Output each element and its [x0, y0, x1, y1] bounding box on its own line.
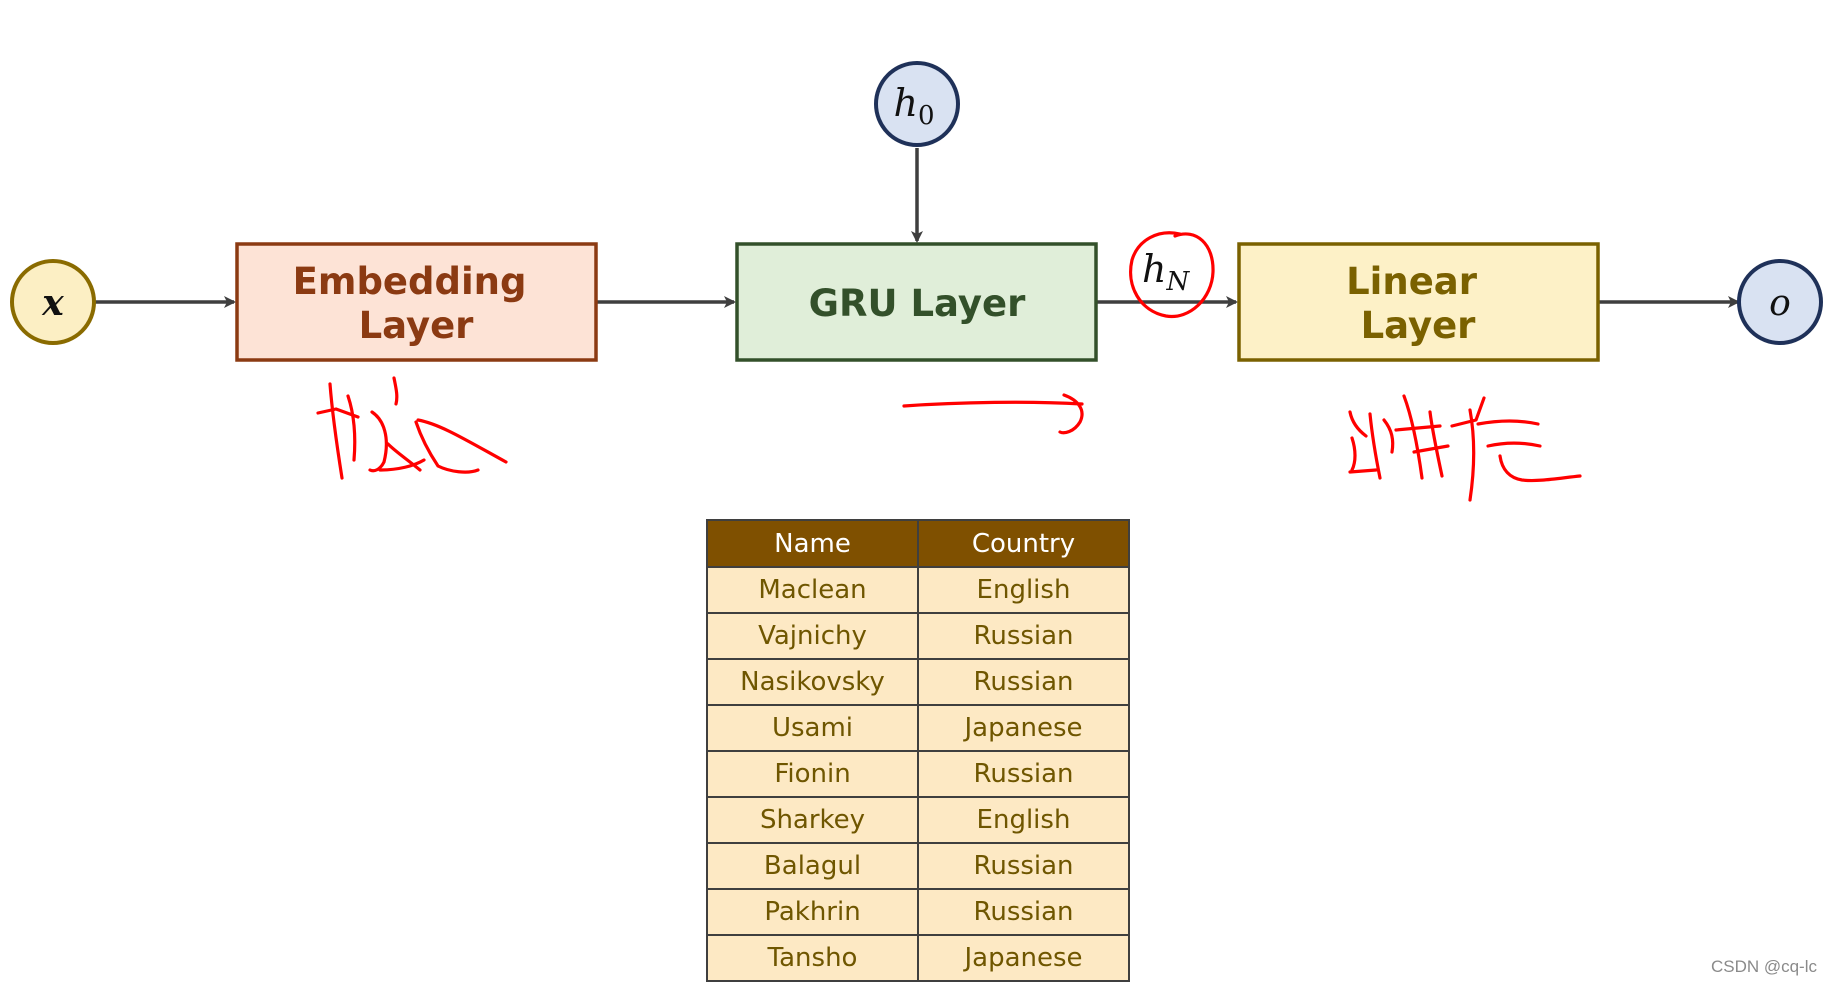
name-country-table: Name Country Maclean English Vajnichy Ru…	[706, 519, 1130, 982]
table-cell-country: Japanese	[917, 704, 1130, 752]
table-cell-name: Balagul	[706, 842, 919, 890]
table-row: Balagul Russian	[706, 842, 1130, 890]
gru-layer-label: GRU Layer	[809, 282, 1026, 325]
table-header-country: Country	[917, 519, 1130, 568]
handwritten-arrow-under-gru	[902, 393, 1084, 435]
linear-layer-label-line2: Layer	[1361, 304, 1477, 347]
watermark: CSDN @cq-lc	[1710, 957, 1817, 976]
table-row: Nasikovsky Russian	[706, 658, 1130, 706]
handwritten-embedding-note	[316, 376, 508, 480]
table-cell-name: Fionin	[706, 750, 919, 798]
table-header-row: Name Country	[706, 519, 1130, 568]
table-row: Tansho Japanese	[706, 934, 1130, 982]
table-cell-country: Russian	[917, 842, 1130, 890]
final-hidden-label: hN	[1142, 247, 1190, 297]
final-hidden-subscript: N	[1165, 267, 1190, 297]
table-cell-country: English	[917, 796, 1130, 844]
handwritten-annotations	[316, 231, 1582, 502]
table-cell-country: Russian	[917, 888, 1130, 936]
output-node-label: o	[1769, 283, 1791, 324]
table-cell-country: English	[917, 566, 1130, 614]
embedding-layer-box: Embedding Layer	[235, 242, 598, 362]
table-cell-name: Nasikovsky	[706, 658, 919, 706]
table-cell-name: Vajnichy	[706, 612, 919, 660]
svg-text:h0: h0	[893, 81, 934, 131]
table-row: Sharkey English	[706, 796, 1130, 844]
table-cell-country: Russian	[917, 750, 1130, 798]
input-node-label: x	[41, 282, 64, 324]
table-cell-country: Russian	[917, 612, 1130, 660]
output-node: o	[1737, 259, 1823, 345]
table-row: Pakhrin Russian	[706, 888, 1130, 936]
svg-text:Embedding Layer: Embedding Layer	[293, 260, 540, 347]
svg-text:Linear Layer: Linear Layer	[1346, 260, 1490, 347]
initial-hidden-node: h0	[874, 61, 960, 147]
linear-layer-box: Linear Layer	[1237, 242, 1600, 362]
table-cell-name: Sharkey	[706, 796, 919, 844]
initial-hidden-subscript: 0	[918, 101, 935, 131]
table-cell-name: Tansho	[706, 934, 919, 982]
handwritten-circle-around-hn	[1129, 231, 1215, 319]
table-row: Maclean English	[706, 566, 1130, 614]
table-row: Fionin Russian	[706, 750, 1130, 798]
final-hidden-base: h	[1142, 247, 1166, 291]
table-cell-name: Usami	[706, 704, 919, 752]
initial-hidden-base: h	[893, 81, 917, 125]
handwritten-linear-note	[1348, 394, 1582, 502]
gru-layer-box: GRU Layer	[735, 242, 1098, 362]
table-row: Usami Japanese	[706, 704, 1130, 752]
embedding-layer-label-line2: Layer	[359, 304, 475, 347]
table-cell-country: Russian	[917, 658, 1130, 706]
table-cell-country: Japanese	[917, 934, 1130, 982]
table-cell-name: Maclean	[706, 566, 919, 614]
table-cell-name: Pakhrin	[706, 888, 919, 936]
linear-layer-label-line1: Linear	[1346, 260, 1478, 303]
table-header-name: Name	[706, 519, 919, 568]
input-node: x	[10, 259, 96, 345]
table-row: Vajnichy Russian	[706, 612, 1130, 660]
embedding-layer-label-line1: Embedding	[293, 260, 527, 303]
